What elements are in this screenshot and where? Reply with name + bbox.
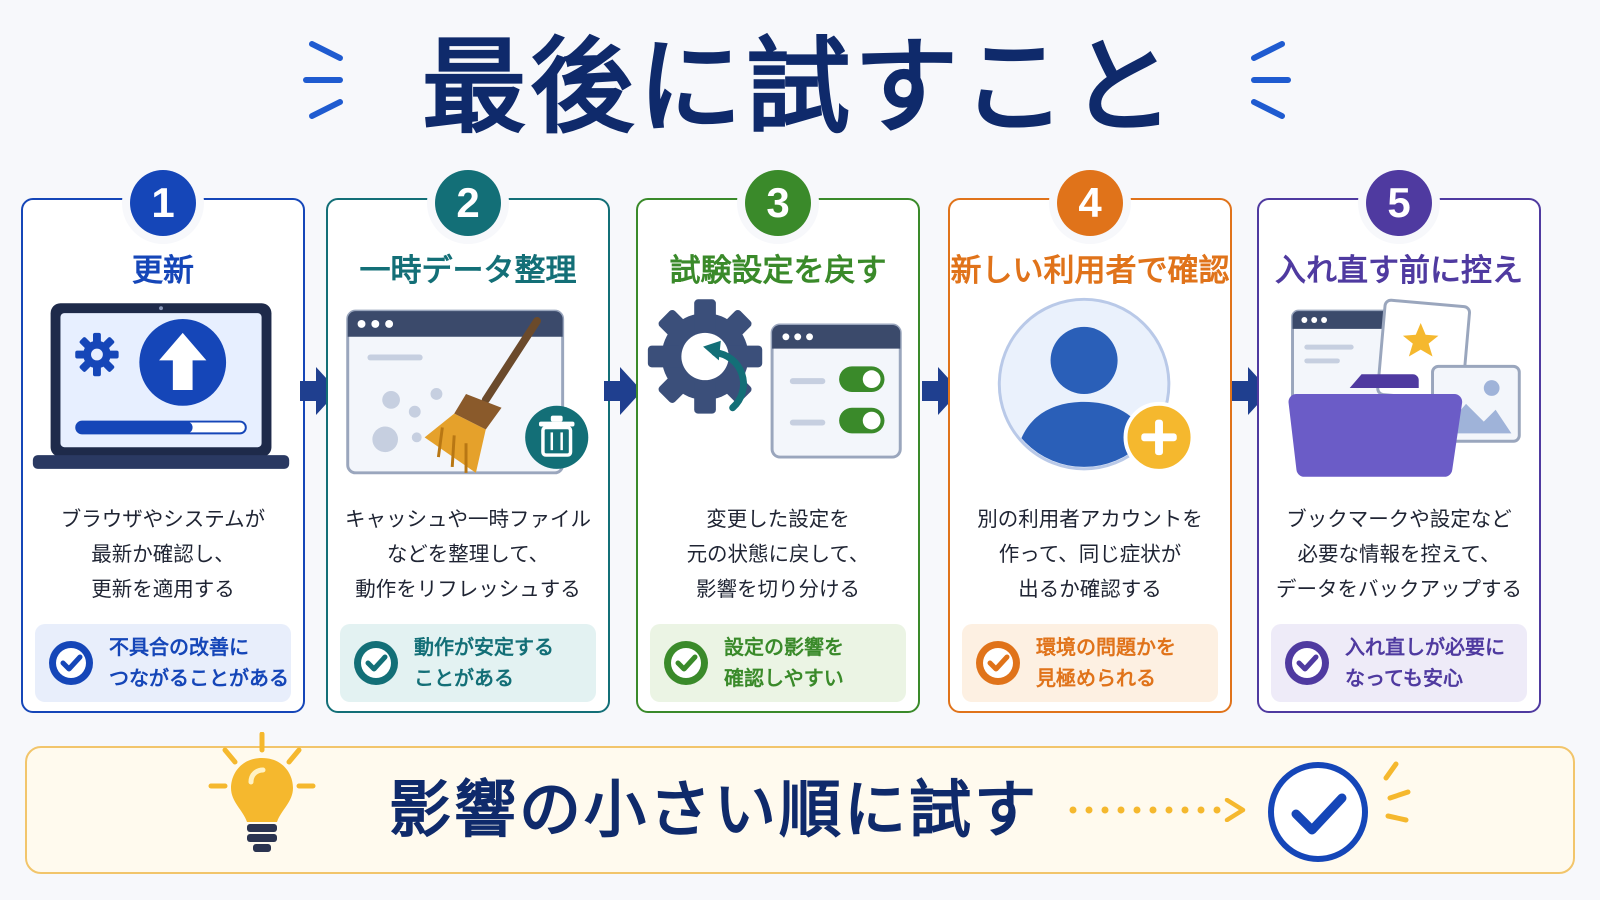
step-card-new-user: 4 新しい利用者で確認 別の利用者アカウントを作って、同じ症状が出るか確認する … xyxy=(948,170,1232,713)
broom-cleanup-icon xyxy=(346,309,589,475)
check-circle-icon xyxy=(1285,641,1329,685)
dotted-arrow-icon xyxy=(1069,798,1246,822)
summary-banner: 影響の小さい順に試す xyxy=(25,732,1575,874)
settings-reset-icon xyxy=(647,299,902,459)
check-circle-icon xyxy=(354,641,398,685)
check-circle-icon xyxy=(1268,761,1411,862)
step-title: 入れ直す前に控え xyxy=(1275,253,1523,289)
lightbulb-icon xyxy=(208,732,316,852)
step-card-reset-settings: 3 試験設定を戻す 変更した設定を元の状態に戻して、影響を切り分ける 設定の影響… xyxy=(636,170,920,713)
step-title: 試験設定を戻す xyxy=(669,253,887,289)
step-description: ブックマークや設定など必要な情報を控えて、データをバックアップする xyxy=(1276,507,1522,601)
step-card-clear-temp-data: 2 一時データ整理 キャッシュや一時ファイルなどを整理して、動作をリフレッシュす… xyxy=(326,170,610,713)
step-result: 動作が安定することがある xyxy=(340,624,596,702)
step-card-backup: 5 入れ直す前に控え ブックマークや設定など必要な情報を控えて、データをバックア… xyxy=(1257,170,1541,713)
step-result: 環境の問題かを見極められる xyxy=(962,624,1218,702)
laptop-update-icon xyxy=(32,303,290,469)
check-circle-icon xyxy=(664,641,708,685)
step-result: 入れ直しが必要になっても安心 xyxy=(1271,624,1527,702)
step-description: 別の利用者アカウントを作って、同じ症状が出るか確認する xyxy=(977,507,1203,601)
step-arrow-icon xyxy=(1232,367,1270,415)
backup-folder-icon xyxy=(1288,298,1521,477)
step-number-badge: 5 xyxy=(1366,170,1432,236)
step-result: 設定の影響を確認しやすい xyxy=(650,624,906,702)
step-number-badge: 3 xyxy=(745,170,811,236)
step-title: 更新 xyxy=(132,253,194,289)
step-number-badge: 4 xyxy=(1057,170,1123,236)
step-arrow-icon xyxy=(604,367,642,415)
step-arrow-icon xyxy=(922,367,960,415)
step-card-update: 1 更新 ブラウザやシステムが最新か確認し、更新を適用する 不具合の改善につなが… xyxy=(21,170,305,713)
step-result: 不具合の改善につながることがある xyxy=(35,624,291,702)
step-description: キャッシュや一時ファイルなどを整理して、動作をリフレッシュする xyxy=(345,507,591,601)
check-circle-icon xyxy=(49,641,93,685)
step-description: 変更した設定を元の状態に戻して、影響を切り分ける xyxy=(686,507,870,601)
step-number-badge: 2 xyxy=(435,170,501,236)
step-title: 一時データ整理 xyxy=(359,253,577,289)
burst-lines-right-icon xyxy=(1251,41,1291,119)
step-number-badge: 1 xyxy=(130,170,196,236)
page-title: 最後に試すこと xyxy=(421,26,1178,148)
step-title: 新しい利用者で確認 xyxy=(950,253,1230,289)
summary-text: 影響の小さい順に試す xyxy=(389,773,1040,846)
step-arrow-icon xyxy=(300,367,338,415)
burst-lines-left-icon xyxy=(303,41,343,119)
check-circle-icon xyxy=(976,641,1020,685)
add-user-icon xyxy=(997,297,1195,473)
step-description: ブラウザやシステムが最新か確認し、更新を適用する xyxy=(60,507,266,601)
